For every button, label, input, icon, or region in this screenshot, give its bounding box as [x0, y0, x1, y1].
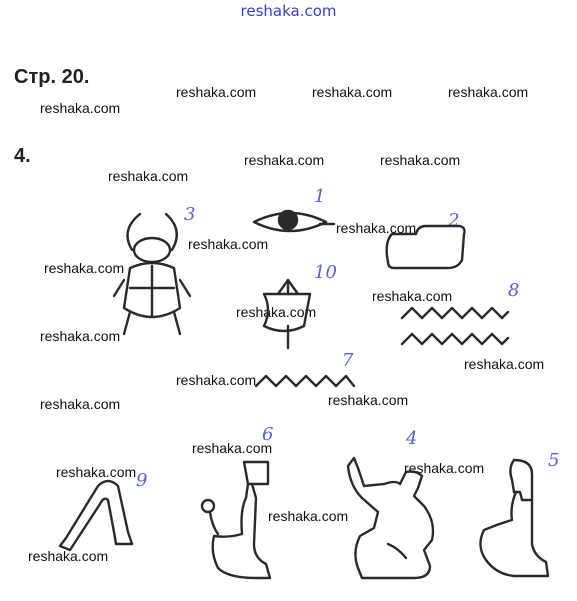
hieroglyph-number: 2 [448, 210, 460, 231]
hieroglyph-number: 8 [508, 280, 520, 301]
watermark: reshaka.com [108, 168, 189, 184]
hieroglyph-number: 3 [184, 204, 196, 225]
watermark: reshaka.com [188, 236, 269, 252]
watermark: reshaka.com [404, 460, 485, 476]
hieroglyph-number: 4 [406, 428, 418, 449]
kneeling-man-with-staff-icon [200, 460, 272, 580]
watermark: reshaka.com [28, 548, 109, 564]
watermark: reshaka.com [192, 440, 273, 456]
seated-woman-icon [479, 458, 550, 578]
boat-with-sail-icon [262, 278, 312, 350]
watermark: reshaka.com [176, 372, 257, 388]
task-number: 4. [14, 145, 31, 167]
watermark: reshaka.com [244, 152, 325, 168]
hand-icon [385, 224, 466, 270]
watermark: reshaka.com [268, 508, 349, 524]
eye-icon [252, 209, 336, 233]
hieroglyph-number: 9 [136, 470, 148, 491]
watermark: reshaka.com [40, 396, 121, 412]
scarab-beetle-icon [112, 212, 192, 336]
watermark: reshaka.com [336, 220, 417, 236]
watermark: reshaka.com [312, 84, 393, 100]
watermark: reshaka.com [380, 152, 461, 168]
watermark: reshaka.com [328, 392, 409, 408]
watermark: reshaka.com [236, 304, 317, 320]
watermark: reshaka.com [464, 356, 545, 372]
hieroglyph-number: 5 [548, 450, 560, 471]
hieroglyph-number: 10 [314, 262, 337, 283]
double-water-zigzag-icon [400, 306, 510, 346]
watermark: reshaka.com [44, 260, 125, 276]
kneeling-man-raised-arm-icon [346, 456, 435, 580]
watermark: reshaka.com [40, 100, 121, 116]
legs-walking-icon [58, 479, 134, 552]
watermark: reshaka.com [448, 84, 529, 100]
water-zigzag-icon [254, 374, 356, 388]
page-heading: Стр. 20. [14, 66, 90, 88]
watermark: reshaka.com [56, 464, 137, 480]
site-header-link[interactable]: reshaka.com [240, 2, 337, 20]
hieroglyph-number: 7 [342, 350, 354, 371]
watermark: reshaka.com [40, 328, 121, 344]
hieroglyph-number: 6 [262, 424, 274, 445]
watermark: reshaka.com [372, 288, 453, 304]
hieroglyph-number: 1 [314, 186, 326, 207]
watermark: reshaka.com [176, 84, 257, 100]
